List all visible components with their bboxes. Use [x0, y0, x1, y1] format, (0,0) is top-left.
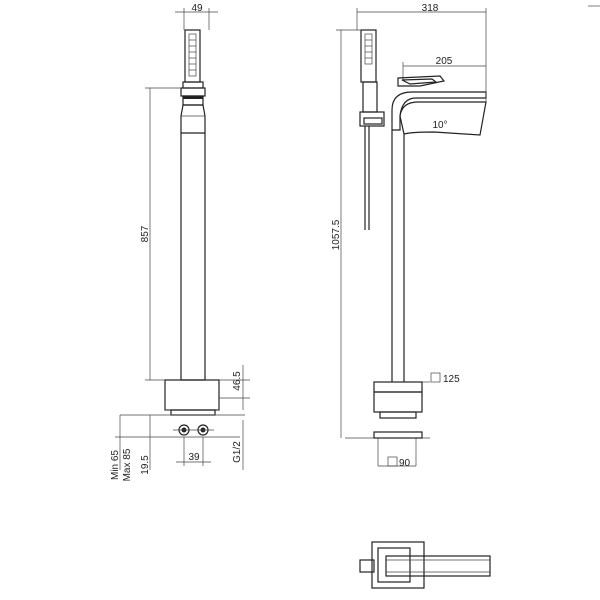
dim-label-125: 125	[443, 374, 460, 385]
collar-band	[183, 96, 203, 99]
front-view: 318 205 10°	[331, 3, 487, 469]
top-mixer-body	[377, 547, 411, 583]
hand-shower-holder	[362, 81, 378, 113]
hand-shower-grip	[364, 33, 373, 65]
dim-label-max: Max 85	[122, 448, 133, 481]
hand-shower-grip	[188, 33, 197, 77]
shower-connector	[359, 111, 385, 127]
dim-label-1057-5: 1057.5	[331, 219, 342, 250]
base-top	[373, 381, 423, 393]
side-view: 49	[110, 3, 250, 481]
top-base-square	[371, 541, 425, 589]
lever-inner	[401, 78, 438, 85]
dim-label-857: 857	[140, 225, 151, 242]
base-block	[164, 379, 220, 411]
floor-plate	[170, 409, 216, 416]
dim-label-min: Min 65	[110, 450, 121, 480]
hand-shower-connector	[182, 81, 204, 89]
square-symbol-icon	[430, 372, 441, 383]
top-hand-shower	[359, 559, 375, 573]
mixer-body	[180, 104, 206, 134]
dim-label-90: 90	[399, 458, 411, 469]
dim-label-g12: G1/2	[232, 441, 243, 463]
hand-shower	[360, 29, 377, 83]
lever-handle	[397, 75, 446, 87]
dim-label-10-deg: 10°	[432, 120, 447, 131]
square-symbol-icon	[387, 456, 398, 467]
dim-label-39: 39	[188, 452, 200, 463]
dim-label-205: 205	[436, 56, 453, 67]
dim-label-19-5: 19.5	[140, 455, 151, 475]
lever-cap	[180, 87, 206, 97]
hand-shower	[184, 29, 201, 83]
dim-label-49: 49	[191, 3, 203, 14]
top-view	[359, 541, 491, 589]
base-block	[373, 391, 423, 413]
floor-flange	[373, 431, 423, 439]
top-spout	[385, 555, 491, 577]
dim-label-46-5: 46.5	[232, 371, 243, 391]
dim-label-318: 318	[422, 3, 439, 14]
spout	[399, 101, 487, 136]
floor-plate	[379, 411, 417, 419]
